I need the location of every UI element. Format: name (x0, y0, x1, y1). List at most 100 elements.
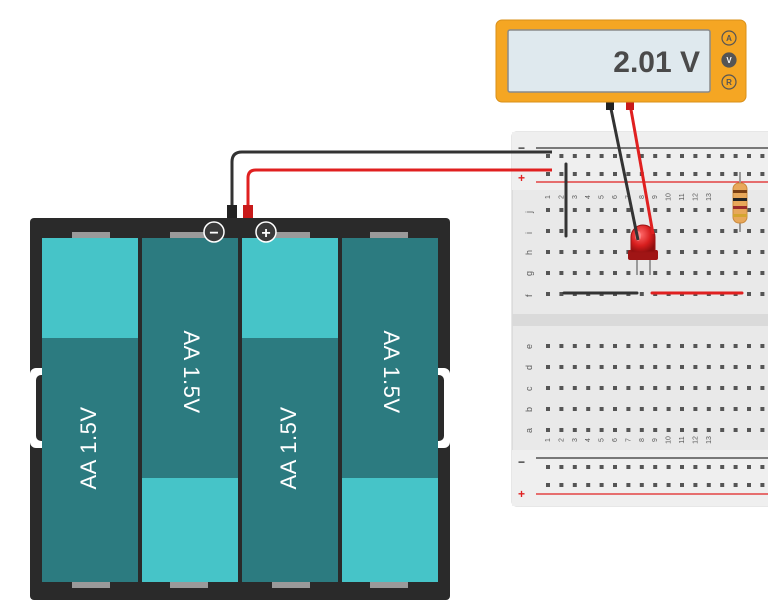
breadboard-hole[interactable] (586, 208, 591, 212)
breadboard-hole[interactable] (626, 271, 631, 275)
rail-hole[interactable] (546, 154, 550, 158)
breadboard-hole[interactable] (653, 365, 658, 369)
rail-hole[interactable] (572, 483, 577, 487)
breadboard-hole[interactable] (706, 208, 711, 212)
breadboard-hole[interactable] (666, 344, 671, 348)
rail-hole[interactable] (680, 154, 684, 158)
breadboard-hole[interactable] (666, 229, 671, 233)
breadboard-hole[interactable] (733, 344, 738, 348)
rail-hole[interactable] (572, 172, 577, 176)
breadboard-hole[interactable] (653, 229, 658, 233)
breadboard-hole[interactable] (747, 292, 751, 296)
breadboard-hole[interactable] (693, 407, 698, 411)
breadboard-hole[interactable] (733, 229, 738, 233)
rail-hole[interactable] (733, 172, 738, 176)
breadboard-hole[interactable] (666, 428, 671, 432)
breadboard-hole[interactable] (626, 428, 631, 432)
breadboard-hole[interactable] (760, 271, 765, 275)
breadboard-hole[interactable] (586, 386, 591, 390)
breadboard-hole[interactable] (559, 344, 564, 348)
rail-hole[interactable] (693, 483, 698, 487)
breadboard-hole[interactable] (760, 344, 765, 348)
rail-hole[interactable] (626, 465, 631, 469)
breadboard-hole[interactable] (733, 407, 738, 411)
breadboard-hole[interactable] (613, 271, 617, 275)
breadboard-hole[interactable] (666, 365, 671, 369)
breadboard-hole[interactable] (666, 271, 671, 275)
rail-hole[interactable] (720, 172, 725, 176)
breadboard-hole[interactable] (559, 250, 564, 254)
breadboard-hole[interactable] (639, 407, 644, 411)
breadboard-hole[interactable] (653, 208, 658, 212)
breadboard-hole[interactable] (586, 271, 591, 275)
rail-hole[interactable] (706, 483, 711, 487)
breadboard-hole[interactable] (586, 428, 591, 432)
rail-hole[interactable] (626, 483, 631, 487)
rail-hole[interactable] (760, 172, 765, 176)
breadboard-hole[interactable] (639, 428, 644, 432)
breadboard-hole[interactable] (760, 428, 765, 432)
battery-cell-4[interactable]: AA 1.5V (342, 238, 438, 582)
breadboard-hole[interactable] (559, 428, 564, 432)
breadboard-hole[interactable] (733, 250, 738, 254)
rail-hole[interactable] (706, 465, 711, 469)
breadboard-hole[interactable] (559, 407, 564, 411)
multimeter[interactable]: 2.01 V A V R (495, 19, 747, 103)
breadboard-hole[interactable] (586, 250, 591, 254)
rail-hole[interactable] (599, 465, 604, 469)
breadboard-hole[interactable] (693, 229, 698, 233)
battery-cell-2[interactable]: AA 1.5V (142, 238, 238, 582)
battery-cell-1[interactable]: AA 1.5V (42, 238, 138, 582)
breadboard-hole[interactable] (720, 386, 725, 390)
breadboard-hole[interactable] (559, 292, 564, 296)
rail-hole[interactable] (680, 465, 684, 469)
breadboard-hole[interactable] (680, 365, 684, 369)
breadboard-hole[interactable] (613, 229, 617, 233)
rail-hole[interactable] (613, 465, 617, 469)
breadboard-hole[interactable] (559, 386, 564, 390)
rail-hole[interactable] (653, 465, 658, 469)
rail-hole[interactable] (613, 154, 617, 158)
rail-hole[interactable] (747, 483, 751, 487)
breadboard-hole[interactable] (546, 229, 550, 233)
rail-hole[interactable] (639, 483, 644, 487)
breadboard-hole[interactable] (546, 271, 550, 275)
breadboard-hole[interactable] (680, 229, 684, 233)
breadboard-hole[interactable] (572, 386, 577, 390)
breadboard-hole[interactable] (666, 208, 671, 212)
battery-negative-terminal[interactable]: − (203, 221, 225, 243)
rail-hole[interactable] (559, 483, 564, 487)
breadboard-hole[interactable] (639, 365, 644, 369)
breadboard-hole[interactable] (693, 386, 698, 390)
breadboard-hole[interactable] (680, 386, 684, 390)
breadboard-hole[interactable] (546, 428, 550, 432)
breadboard-hole[interactable] (680, 407, 684, 411)
breadboard-hole[interactable] (626, 407, 631, 411)
breadboard-hole[interactable] (599, 386, 604, 390)
rail-hole[interactable] (747, 465, 751, 469)
rail-hole[interactable] (639, 154, 644, 158)
rail-hole[interactable] (613, 483, 617, 487)
rail-hole[interactable] (653, 172, 658, 176)
breadboard-hole[interactable] (733, 428, 738, 432)
battery-negative-wire[interactable] (230, 150, 552, 218)
breadboard-hole[interactable] (639, 271, 644, 275)
breadboard-hole[interactable] (546, 250, 550, 254)
breadboard-hole[interactable] (546, 208, 550, 212)
rail-hole[interactable] (760, 465, 765, 469)
breadboard-hole[interactable] (599, 271, 604, 275)
rail-hole[interactable] (546, 172, 550, 176)
breadboard-hole[interactable] (546, 365, 550, 369)
rail-hole[interactable] (559, 154, 564, 158)
mode-button-v[interactable]: V (721, 52, 737, 68)
rail-hole[interactable] (693, 172, 698, 176)
rail-hole[interactable] (733, 154, 738, 158)
breadboard-hole[interactable] (747, 365, 751, 369)
breadboard-hole[interactable] (613, 407, 617, 411)
breadboard-hole[interactable] (586, 229, 591, 233)
rail-hole[interactable] (639, 465, 644, 469)
rail-hole[interactable] (613, 172, 617, 176)
breadboard-hole[interactable] (613, 386, 617, 390)
breadboard-hole[interactable] (599, 208, 604, 212)
breadboard-hole[interactable] (666, 250, 671, 254)
